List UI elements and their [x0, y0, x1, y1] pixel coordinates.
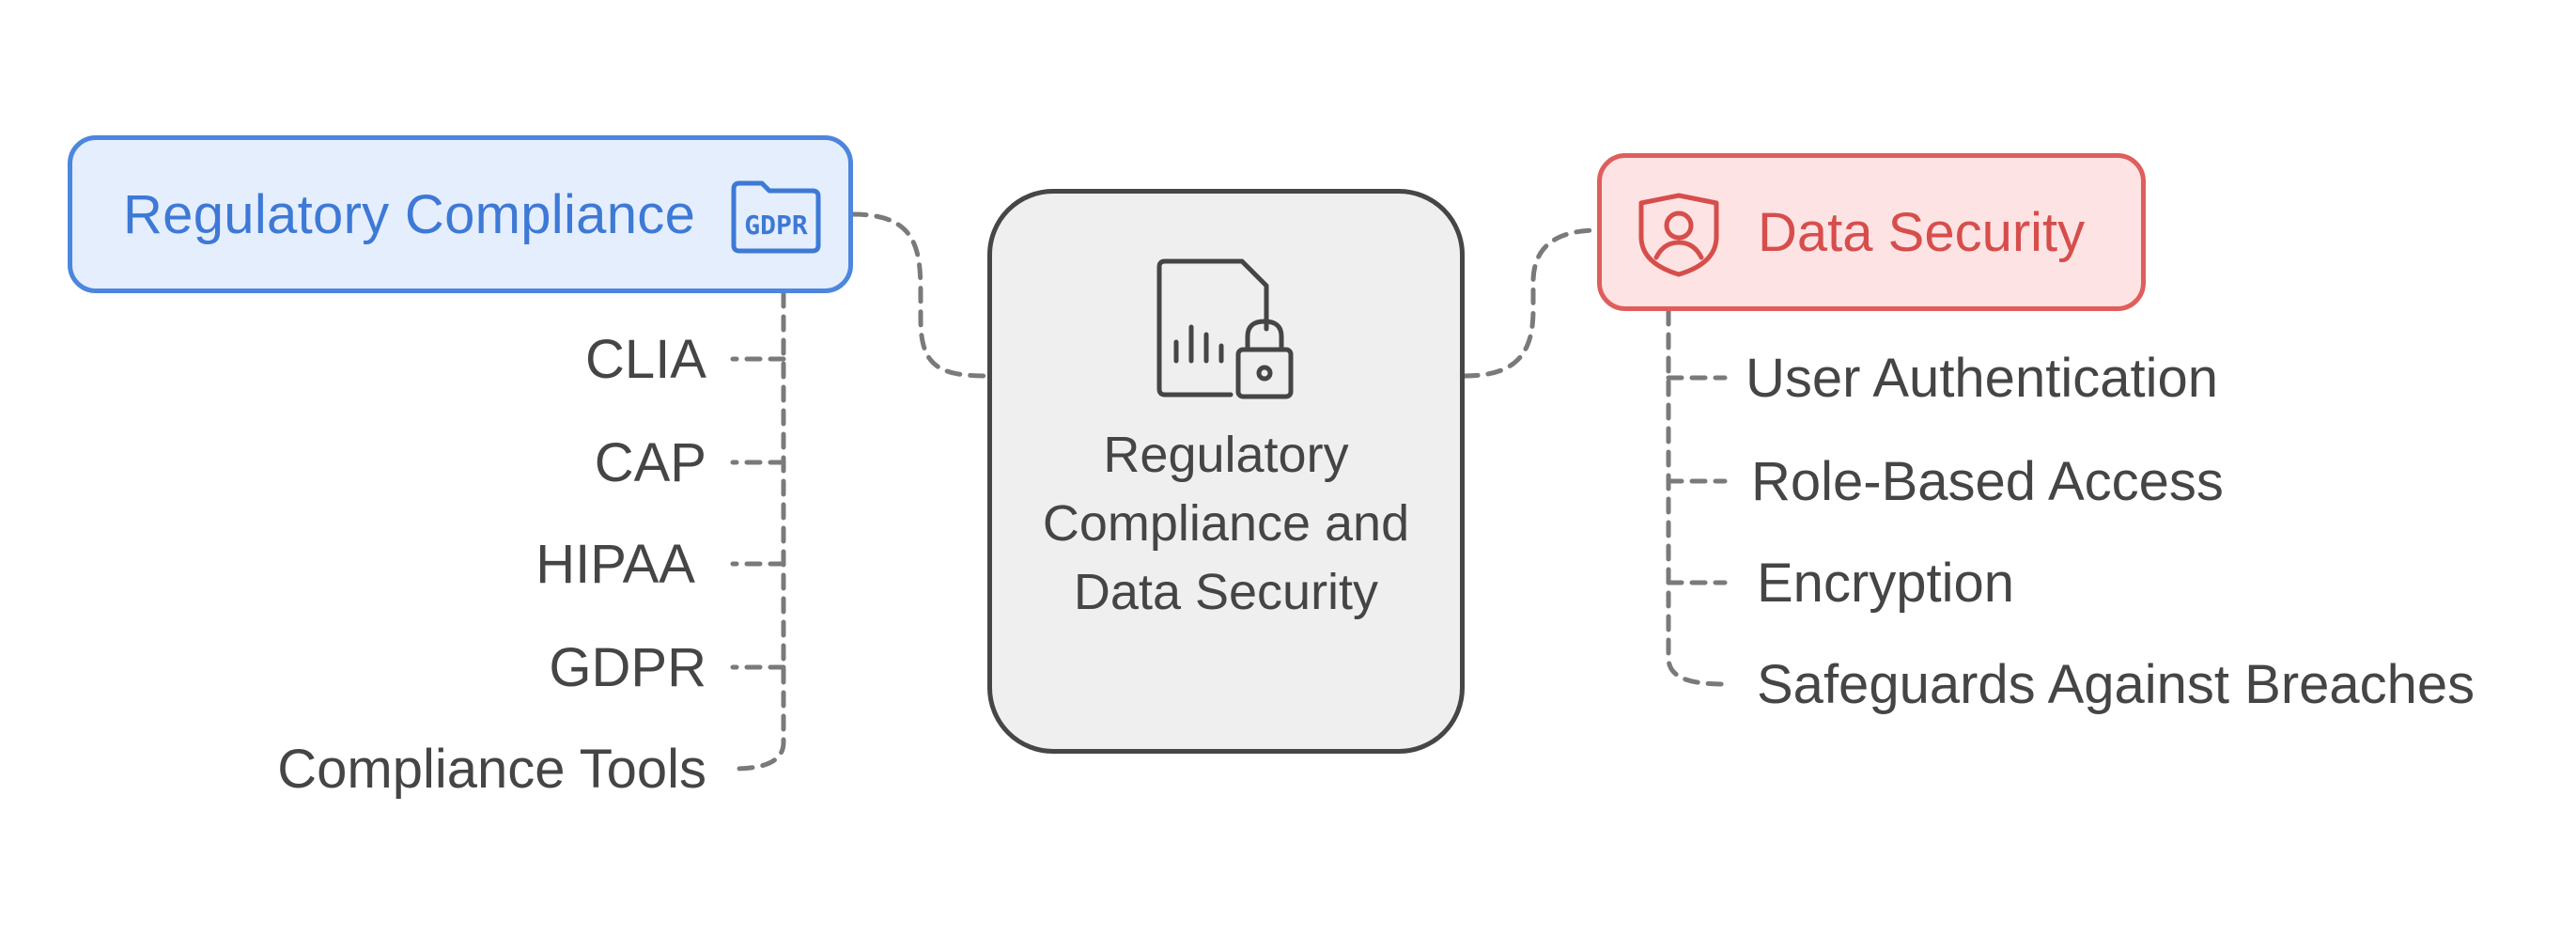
gdpr-folder-icon: GDPR: [731, 180, 821, 254]
left-item-compliance-tools: Compliance Tools: [277, 739, 706, 800]
document-chart-lock-icon: [1156, 258, 1294, 399]
right-item-role-based-access: Role-Based Access: [1751, 451, 2224, 512]
right-item-safeguards-against-breaches: Safeguards Against Breaches: [1757, 654, 2475, 715]
right-item-user-authentication: User Authentication: [1746, 348, 2218, 409]
left-item-clia: CLIA: [585, 329, 706, 390]
left-item-cap: CAP: [594, 432, 706, 493]
right-trunk: [1666, 308, 1728, 687]
center-title: Regulatory Compliance and Data Security: [1042, 427, 1410, 620]
right-item-encryption: Encryption: [1757, 553, 2015, 614]
gdpr-icon-text: GDPR: [744, 210, 808, 241]
data-security-title: Data Security: [1758, 201, 2086, 263]
data-security-node: Data Security: [1597, 153, 2146, 311]
regulatory-compliance-title: Regulatory Compliance: [123, 183, 696, 245]
left-item-hipaa: HIPAA: [535, 534, 695, 595]
left-trunk: [730, 290, 786, 772]
left-item-gdpr: GDPR: [549, 637, 706, 698]
center-node: Regulatory Compliance and Data Security: [987, 189, 1465, 754]
regulatory-compliance-node: Regulatory Compliance GDPR: [68, 135, 853, 293]
connector-center-right: [1462, 227, 1600, 379]
shield-user-icon: [1638, 193, 1719, 277]
connector-left-center: [850, 211, 990, 379]
